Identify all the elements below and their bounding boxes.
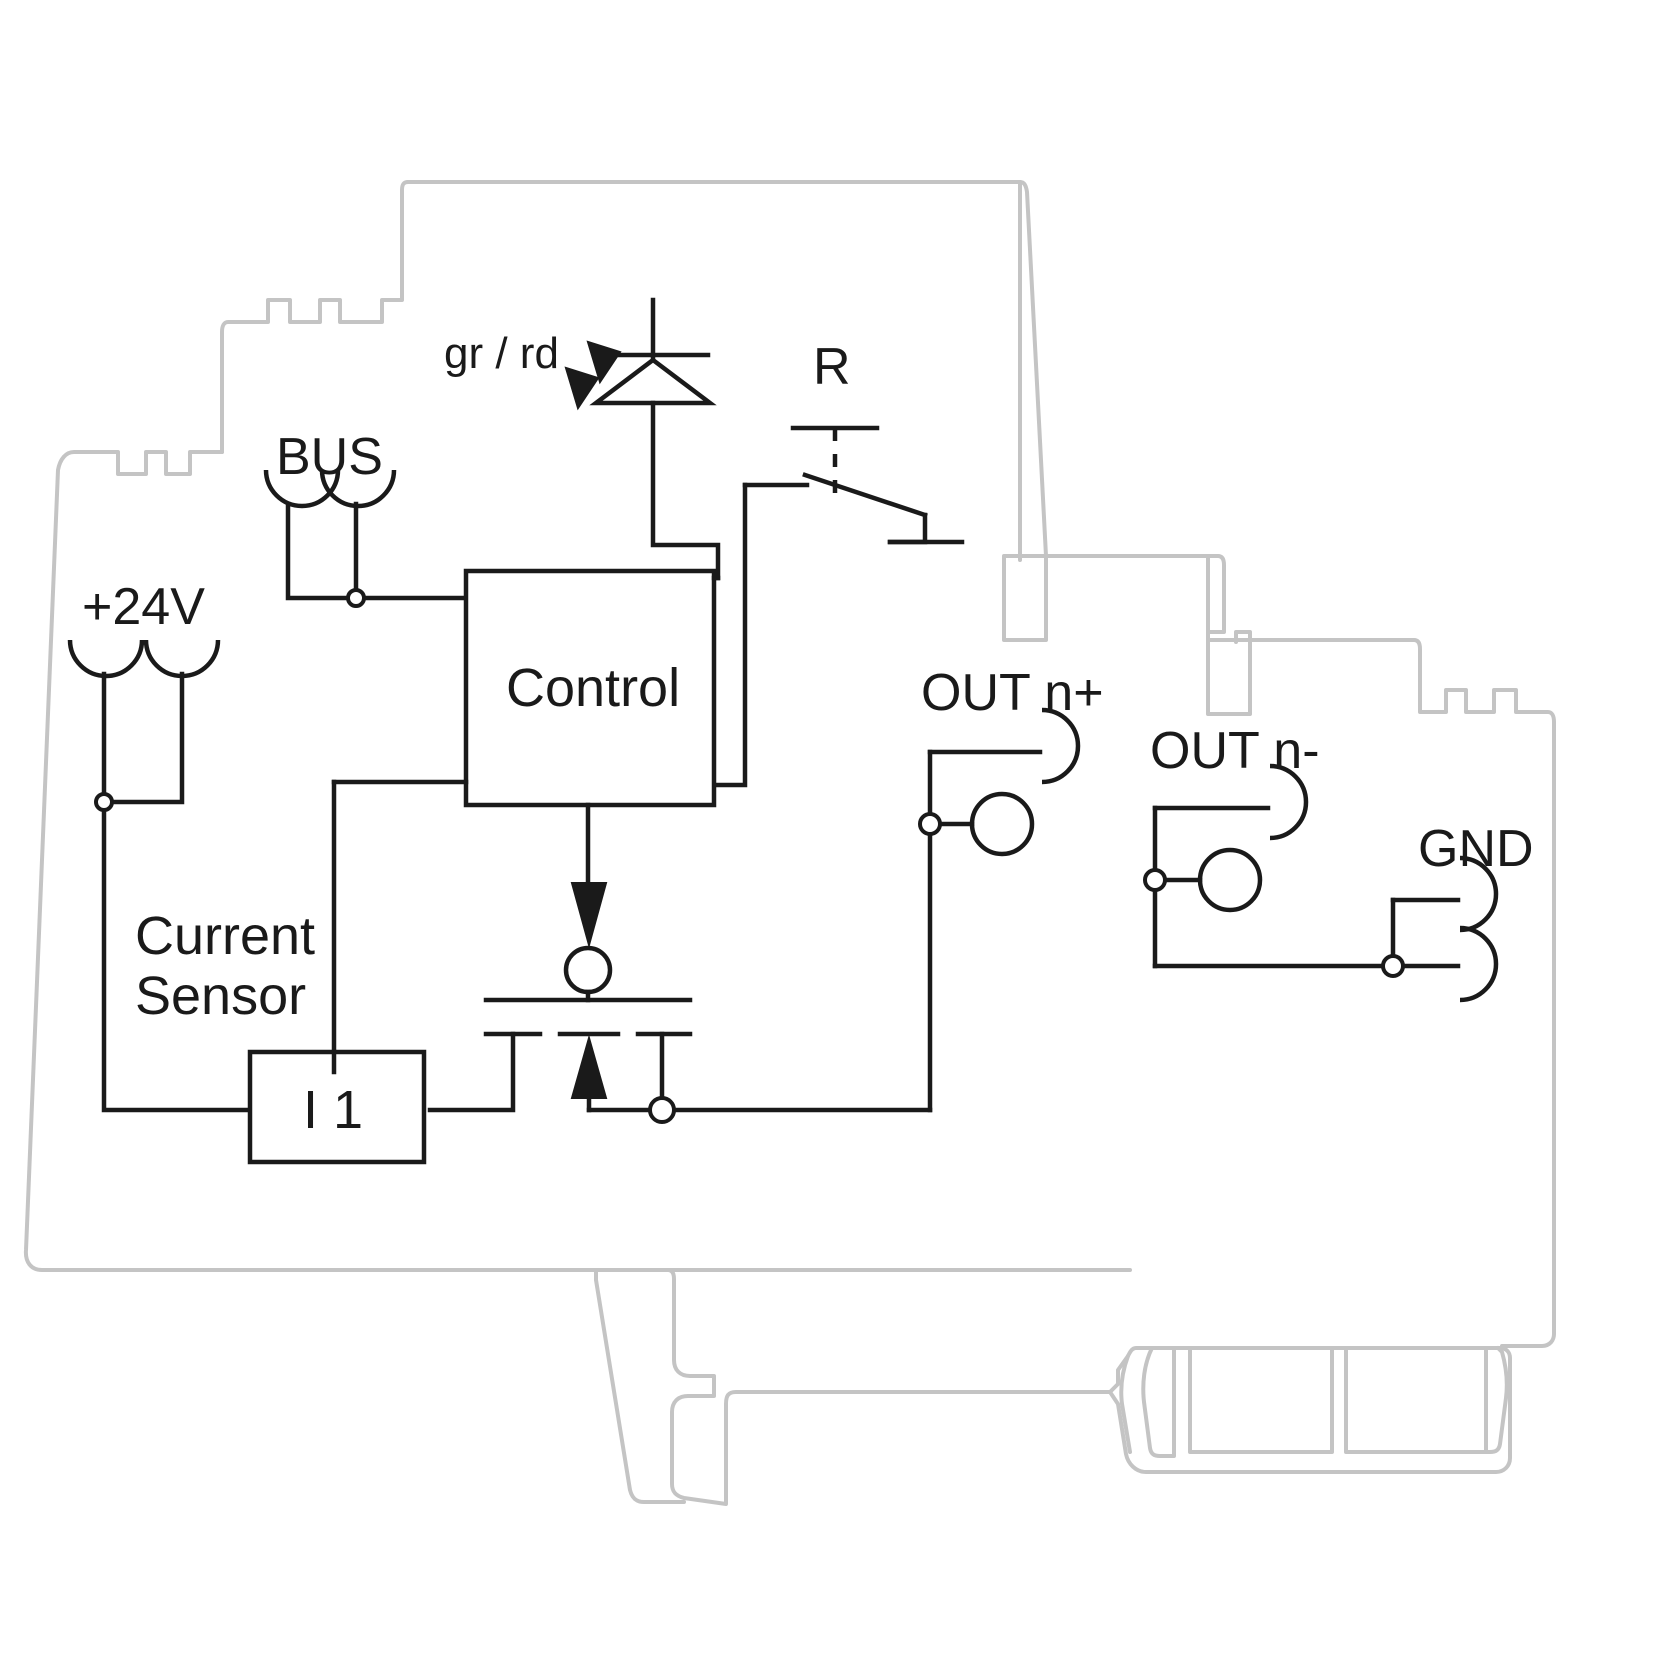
junction-mosfet-source <box>648 1096 676 1124</box>
supply-terminal-1-icon[interactable] <box>67 639 145 679</box>
led-arrow-lower-icon <box>564 366 600 411</box>
label-out-n-plus: OUT n+ <box>921 664 1104 722</box>
terminal-gnd[interactable] <box>1152 855 1499 1003</box>
led-indicator <box>564 297 721 581</box>
wire-reset-right-contact <box>887 512 928 545</box>
junction-out-n-minus <box>1143 868 1167 892</box>
wire-reset-to-control <box>715 482 748 788</box>
out-n-minus-terminal-1-icon[interactable] <box>1269 763 1309 841</box>
led-arrow-upper-icon <box>586 340 622 385</box>
junction-gnd <box>1381 954 1405 978</box>
gnd-terminal-2-icon[interactable] <box>1459 925 1499 1003</box>
current-sense-block <box>247 1049 427 1165</box>
mosfet-gate-circle-icon <box>563 945 613 995</box>
reset-switch[interactable] <box>715 425 965 788</box>
junction-bus <box>346 588 366 608</box>
reset-switch-blade[interactable] <box>802 472 928 518</box>
wire-supply-2 <box>101 671 185 805</box>
terminal-bus[interactable] <box>263 469 469 608</box>
wire-mosfet-drain <box>427 1031 516 1113</box>
wire-bus-1 <box>285 501 469 601</box>
wire-supply-1 <box>101 671 253 1113</box>
label-led: gr / rd <box>444 329 559 378</box>
label-current-sensor-line1: Current <box>135 906 315 966</box>
label-supply: +24V <box>82 578 205 636</box>
out-n-plus-terminal-1-icon[interactable] <box>1041 707 1081 785</box>
current-sense-rect <box>247 1049 427 1165</box>
control-block <box>331 568 721 1075</box>
label-channel: I 1 <box>303 1080 363 1140</box>
housing-outline <box>23 180 1556 1506</box>
wire-led-cathode <box>650 400 721 581</box>
label-gnd: GND <box>1418 820 1534 878</box>
label-reset: R <box>813 338 851 396</box>
out-n-minus-terminal-2-icon[interactable] <box>1197 847 1263 913</box>
label-current-sensor-line2: Sensor <box>135 966 306 1026</box>
terminal-supply-24v[interactable] <box>67 639 253 1113</box>
gnd-terminal-1-icon[interactable] <box>1459 855 1499 933</box>
label-bus: BUS <box>276 428 383 486</box>
supply-terminal-2-icon[interactable] <box>143 639 221 679</box>
mosfet-gate-arrow-icon <box>570 882 608 949</box>
junction-supply <box>94 792 114 812</box>
terminal-out-n-plus[interactable] <box>918 707 1081 1113</box>
mosfet-body-arrow-icon <box>570 1034 608 1099</box>
bus-terminal-1-icon[interactable] <box>263 469 341 509</box>
led-triangle-icon <box>589 357 717 406</box>
label-control: Control <box>506 658 680 718</box>
diagram-labels: BUS +24V gr / rd R Control Current Senso… <box>82 329 1534 1140</box>
out-n-plus-terminal-2-icon[interactable] <box>969 791 1035 857</box>
junction-out-n-plus <box>918 812 942 836</box>
control-block-rect <box>463 568 717 808</box>
power-mosfet <box>427 802 933 1124</box>
label-out-n-minus: OUT n- <box>1150 722 1320 780</box>
terminal-out-n-minus[interactable] <box>1143 763 1309 969</box>
